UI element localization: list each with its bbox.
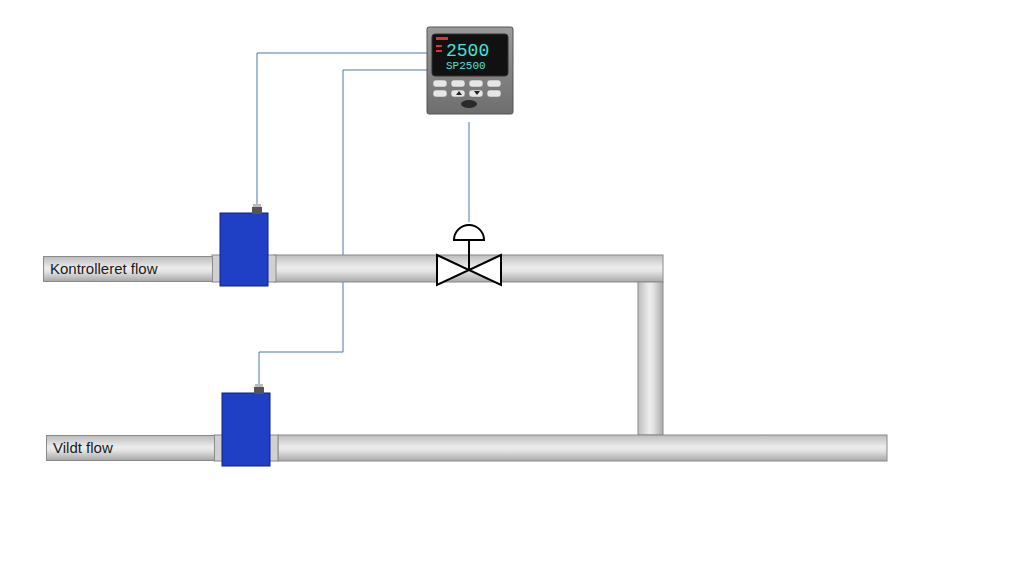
controller-display — [432, 34, 508, 76]
controller — [427, 27, 513, 114]
controller-display: 2500SP2500 — [427, 27, 513, 114]
valve-body — [437, 255, 469, 285]
arrow-up — [456, 91, 462, 95]
pipe-label: Kontrolleret flow — [50, 261, 158, 278]
pipe — [638, 282, 663, 435]
valve-actuator — [454, 225, 484, 240]
valve-stem — [468, 240, 470, 270]
brand-mark — [436, 37, 448, 40]
arrow-down — [474, 91, 480, 95]
signal-wire — [259, 70, 427, 385]
flowmeter — [214, 384, 278, 466]
connector — [252, 207, 262, 214]
controller-housing — [427, 27, 513, 114]
signal-wire — [469, 122, 470, 222]
flowmeter — [212, 204, 276, 286]
pipe — [278, 435, 887, 461]
connector — [253, 204, 261, 207]
control-valve — [437, 225, 501, 285]
button — [451, 80, 465, 87]
button — [451, 90, 465, 97]
valve-body — [469, 255, 501, 285]
button — [469, 80, 483, 87]
flowmeter-body — [222, 393, 270, 466]
pipe-inlet: Kontrolleret flow — [43, 256, 213, 282]
pipe-inlet: Vildt flow — [46, 435, 215, 461]
connector — [254, 387, 264, 394]
pipes — [274, 255, 887, 461]
flowmeter-body — [220, 213, 268, 286]
indicator — [436, 45, 442, 47]
connector — [255, 384, 263, 387]
button — [487, 90, 501, 97]
button — [433, 80, 447, 87]
pipe-label: Vildt flow — [53, 440, 113, 457]
logo-button — [461, 100, 477, 108]
indicator — [436, 50, 442, 52]
signal-wire — [257, 53, 427, 205]
display-value: SP2500 — [446, 61, 486, 72]
display-value: 2500 — [446, 42, 489, 60]
button — [469, 90, 483, 97]
button — [433, 90, 447, 97]
buttons — [433, 80, 501, 97]
button — [487, 80, 501, 87]
